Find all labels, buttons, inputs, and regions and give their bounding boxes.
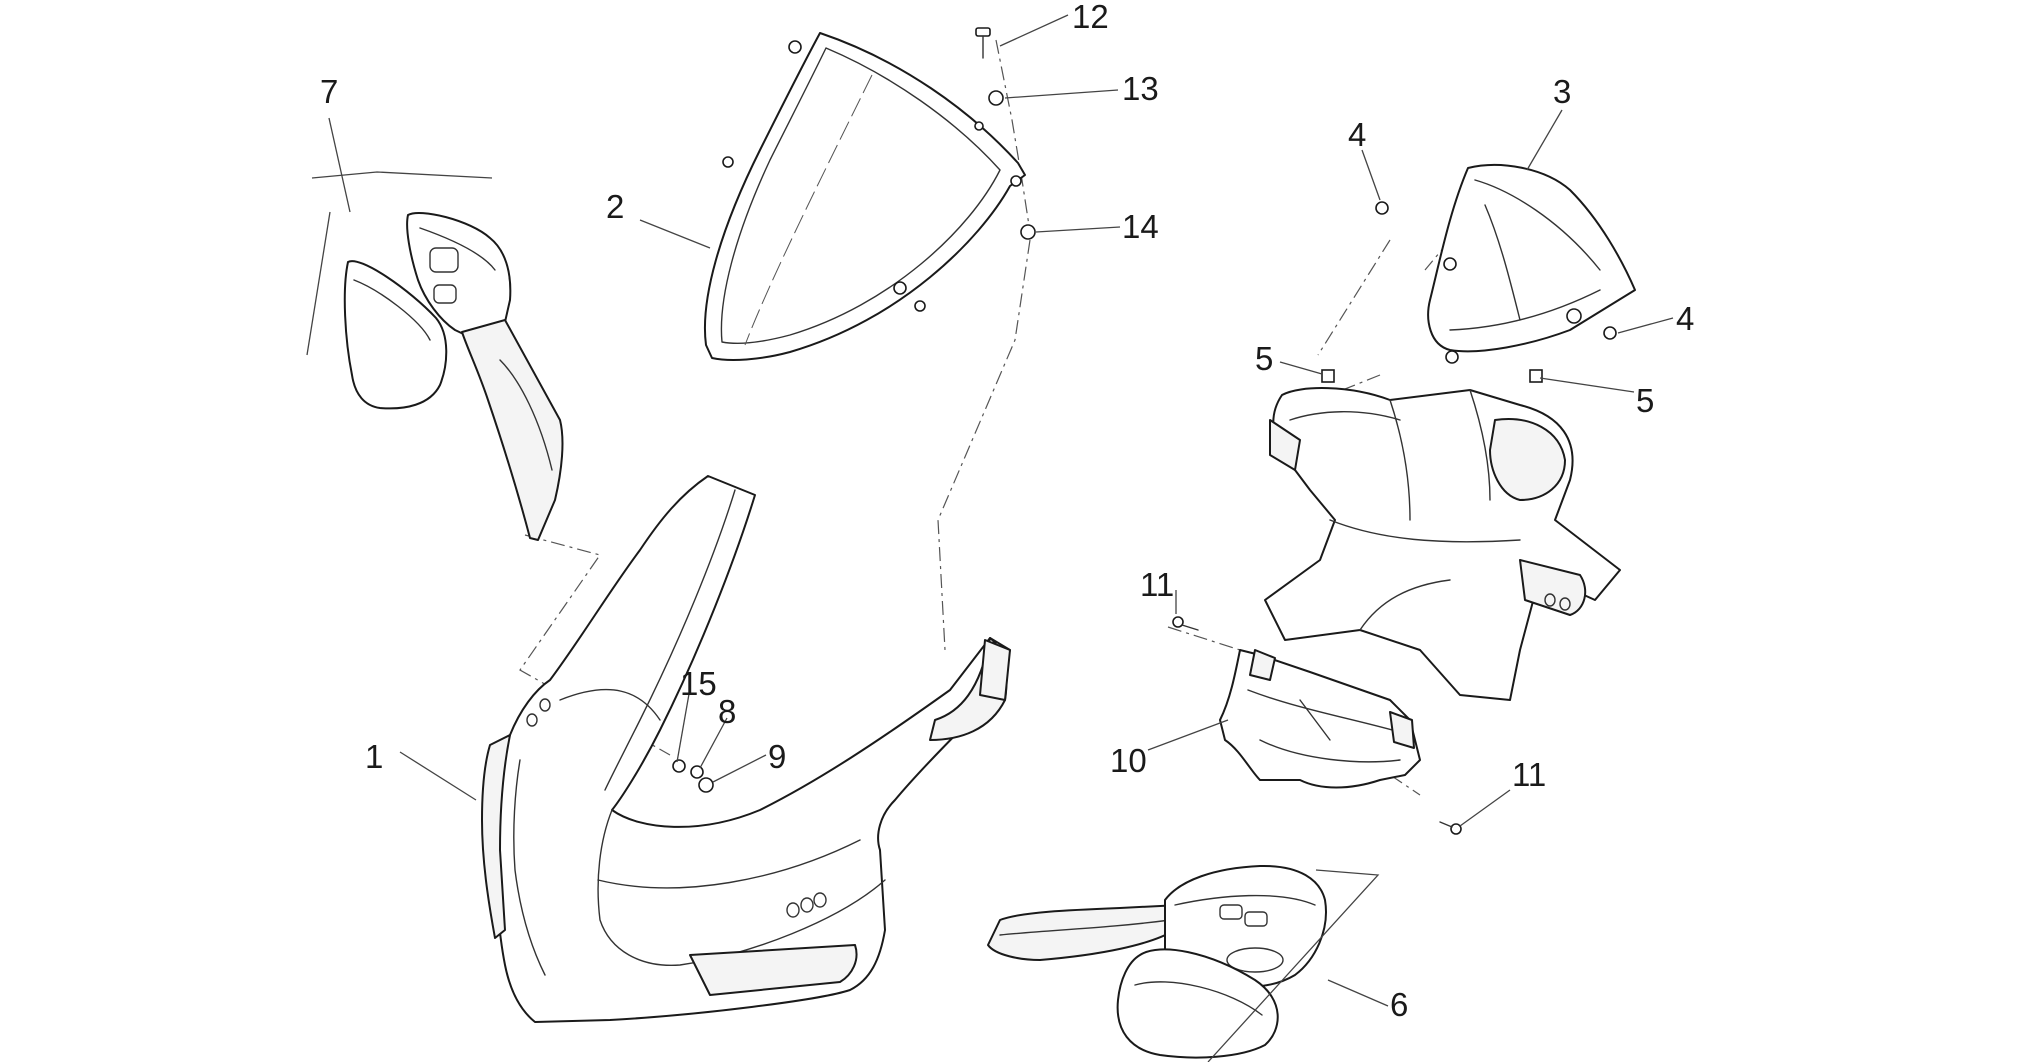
washer-13 xyxy=(988,90,1004,106)
screw-11-upper xyxy=(1172,616,1199,631)
lower-bracket-part xyxy=(1219,649,1421,789)
callout-2: 2 xyxy=(606,188,624,225)
callout-5-left: 5 xyxy=(1255,340,1273,377)
callout-14: 14 xyxy=(1122,208,1159,245)
callout-8: 8 xyxy=(718,693,736,730)
screw-12 xyxy=(975,27,991,59)
nut-4-right xyxy=(1603,326,1617,340)
leader-lines xyxy=(306,14,1674,1062)
screw-11-lower xyxy=(1439,821,1462,835)
clip-5-right xyxy=(1529,369,1543,383)
front-fairing-part xyxy=(481,475,1011,1023)
callout-9: 9 xyxy=(768,738,786,775)
callout-13: 13 xyxy=(1122,70,1159,107)
washer-8 xyxy=(690,765,704,779)
windscreen-part xyxy=(703,32,1026,361)
callout-5-right: 5 xyxy=(1636,382,1654,419)
callout-7: 7 xyxy=(320,73,338,110)
left-mirror-part xyxy=(343,211,564,541)
instrument-cover-part xyxy=(1427,163,1636,364)
callout-11-lower: 11 xyxy=(1512,756,1546,793)
nut-9 xyxy=(698,777,714,793)
callout-3: 3 xyxy=(1553,73,1571,110)
callout-4-right: 4 xyxy=(1676,300,1694,337)
support-frame-part xyxy=(1264,387,1621,701)
clip-5-left xyxy=(1321,369,1335,383)
callout-11-upper: 11 xyxy=(1140,566,1174,603)
callout-4-left: 4 xyxy=(1348,116,1366,153)
callout-12: 12 xyxy=(1072,0,1109,35)
callout-6: 6 xyxy=(1390,986,1408,1023)
callout-10: 10 xyxy=(1110,742,1147,779)
nut-4-left xyxy=(1375,201,1389,215)
callout-1: 1 xyxy=(365,738,383,775)
callout-labels: 1 2 3 4 4 5 5 6 7 8 9 10 11 11 12 13 14 … xyxy=(320,0,1694,1023)
callout-15: 15 xyxy=(680,665,717,702)
grommet-14 xyxy=(1020,224,1036,240)
right-mirror-part xyxy=(987,864,1327,1059)
screw-15 xyxy=(672,759,686,773)
